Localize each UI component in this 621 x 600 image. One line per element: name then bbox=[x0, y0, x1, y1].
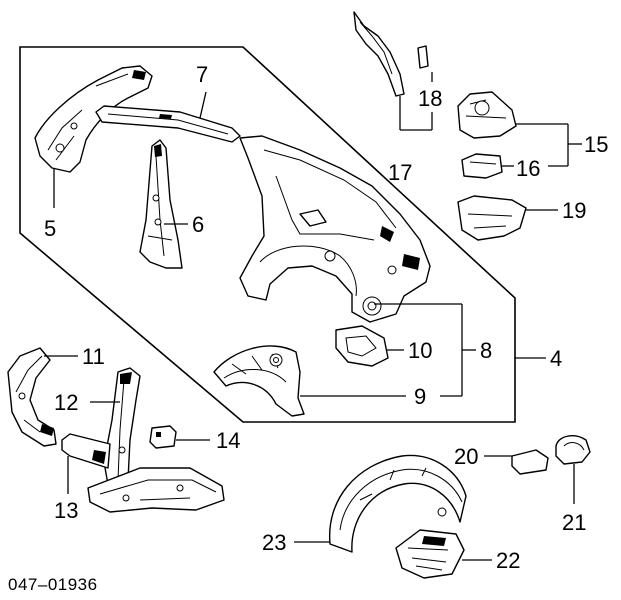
callout-23: 23 bbox=[262, 530, 286, 555]
part-16-bracket bbox=[461, 153, 503, 179]
callout-17: 17 bbox=[388, 160, 412, 185]
callout-4: 4 bbox=[550, 346, 562, 371]
part-6-center-pillar bbox=[139, 139, 183, 269]
part-19-panel bbox=[457, 195, 527, 241]
part-quarter-panel-inner bbox=[239, 135, 431, 323]
callout-20: 20 bbox=[454, 444, 478, 469]
callout-8: 8 bbox=[480, 338, 492, 363]
assembly-frame bbox=[19, 46, 516, 423]
part-13-rocker-reinforcement bbox=[61, 433, 225, 513]
figure-code: 047–01936 bbox=[8, 575, 98, 594]
callout-19: 19 bbox=[562, 198, 586, 223]
part-21-cap bbox=[555, 435, 591, 465]
callout-18: 18 bbox=[418, 86, 442, 111]
part-15-extension bbox=[457, 91, 517, 139]
part-10-bracket bbox=[335, 325, 389, 367]
callout-22: 22 bbox=[496, 548, 520, 573]
callout-5: 5 bbox=[44, 216, 56, 241]
callout-7: 7 bbox=[196, 62, 208, 87]
part-9-wheelhouse-inner bbox=[213, 345, 305, 417]
part-22-duct bbox=[395, 529, 465, 579]
callout-10: 10 bbox=[408, 338, 432, 363]
callout-13: 13 bbox=[54, 498, 78, 523]
callout-6: 6 bbox=[192, 212, 204, 237]
part-7-roof-rail bbox=[95, 105, 241, 143]
part-17-pillar-reinforcement bbox=[353, 11, 405, 97]
part-23-wheel-liner bbox=[328, 454, 467, 553]
callout-11: 11 bbox=[82, 344, 105, 369]
part-14-plate bbox=[149, 425, 177, 449]
callout-14: 14 bbox=[216, 428, 240, 453]
part-18-clip bbox=[417, 45, 429, 69]
leader-lines bbox=[44, 72, 582, 561]
callout-12: 12 bbox=[54, 390, 78, 415]
callout-16: 16 bbox=[516, 156, 540, 181]
part-20-plate bbox=[511, 449, 549, 475]
callout-15: 15 bbox=[584, 132, 608, 157]
callout-21: 21 bbox=[562, 510, 586, 535]
callout-9: 9 bbox=[414, 384, 426, 409]
part-11-lower-pillar bbox=[7, 347, 57, 447]
part-5-pillar-inner bbox=[34, 65, 153, 173]
